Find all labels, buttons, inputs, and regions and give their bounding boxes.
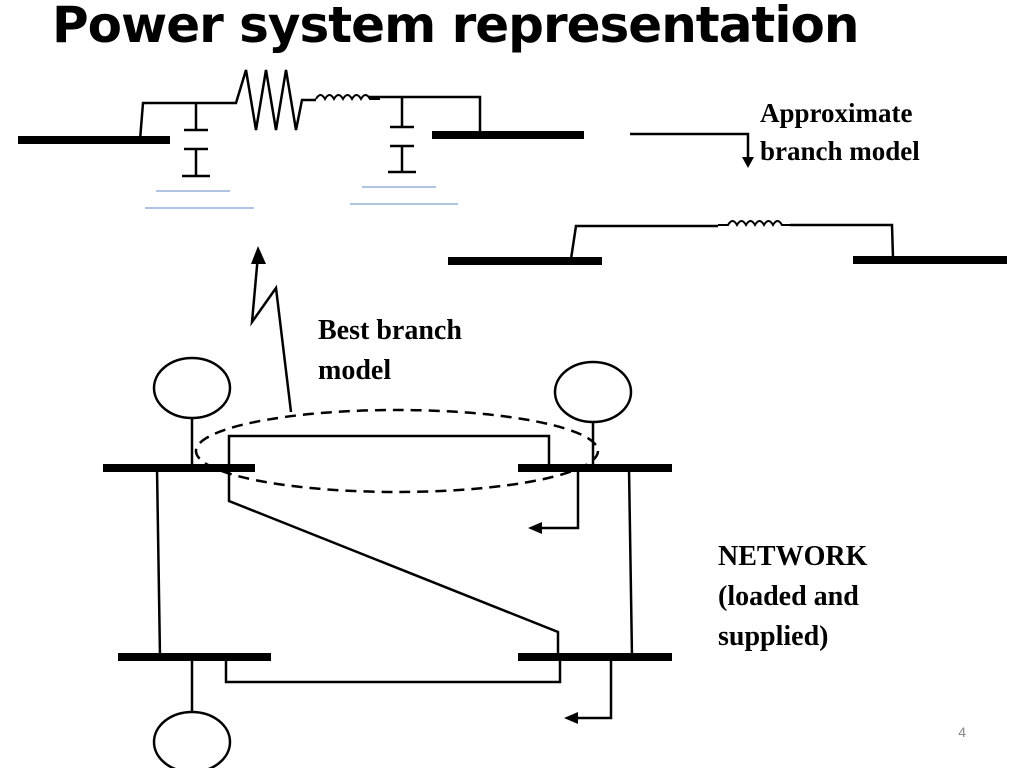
approximate-branch-model — [448, 220, 1007, 265]
line-diagonal — [227, 468, 560, 657]
generator-bottom-left — [152, 657, 232, 768]
ground-lines — [145, 186, 458, 209]
approximate-branch-label: Approximate branch model — [760, 94, 920, 170]
network-label-line1: NETWORK — [718, 541, 868, 572]
best-branch-model — [18, 69, 584, 209]
line-right-vertical — [627, 467, 634, 658]
approx-inductor — [718, 220, 795, 228]
line-bottom-loop — [224, 657, 562, 684]
line-top-loop — [227, 434, 551, 468]
left-shunt-capacitor — [182, 103, 210, 178]
lightning-pointer — [250, 246, 293, 413]
right-shunt-capacitor — [388, 97, 416, 174]
network-label-line2: (loaded and — [718, 581, 859, 612]
network-label: NETWORK (loaded and supplied) — [718, 537, 867, 657]
network-label-line3: supplied) — [718, 621, 829, 652]
approximation-arrow — [630, 132, 754, 168]
branch-conductor-right — [368, 95, 482, 133]
slide-title: Power system representation — [52, 0, 859, 54]
approximate-label-line2: branch model — [760, 136, 920, 166]
best-label-line2: model — [318, 355, 392, 386]
network — [103, 356, 672, 768]
generator-top-right — [553, 360, 633, 468]
branch-conductor — [138, 69, 316, 141]
load-top-right — [528, 468, 580, 534]
page-number: 4 — [958, 724, 966, 740]
selected-branch-highlight — [194, 408, 600, 494]
line-left-vertical — [155, 467, 162, 658]
series-inductor — [315, 94, 380, 102]
best-branch-label: Best branch model — [318, 311, 462, 391]
generator-top-left — [152, 356, 232, 468]
approximate-label-line1: Approximate — [760, 98, 913, 128]
load-bottom-right — [564, 657, 613, 724]
best-label-line1: Best branch — [318, 315, 462, 346]
